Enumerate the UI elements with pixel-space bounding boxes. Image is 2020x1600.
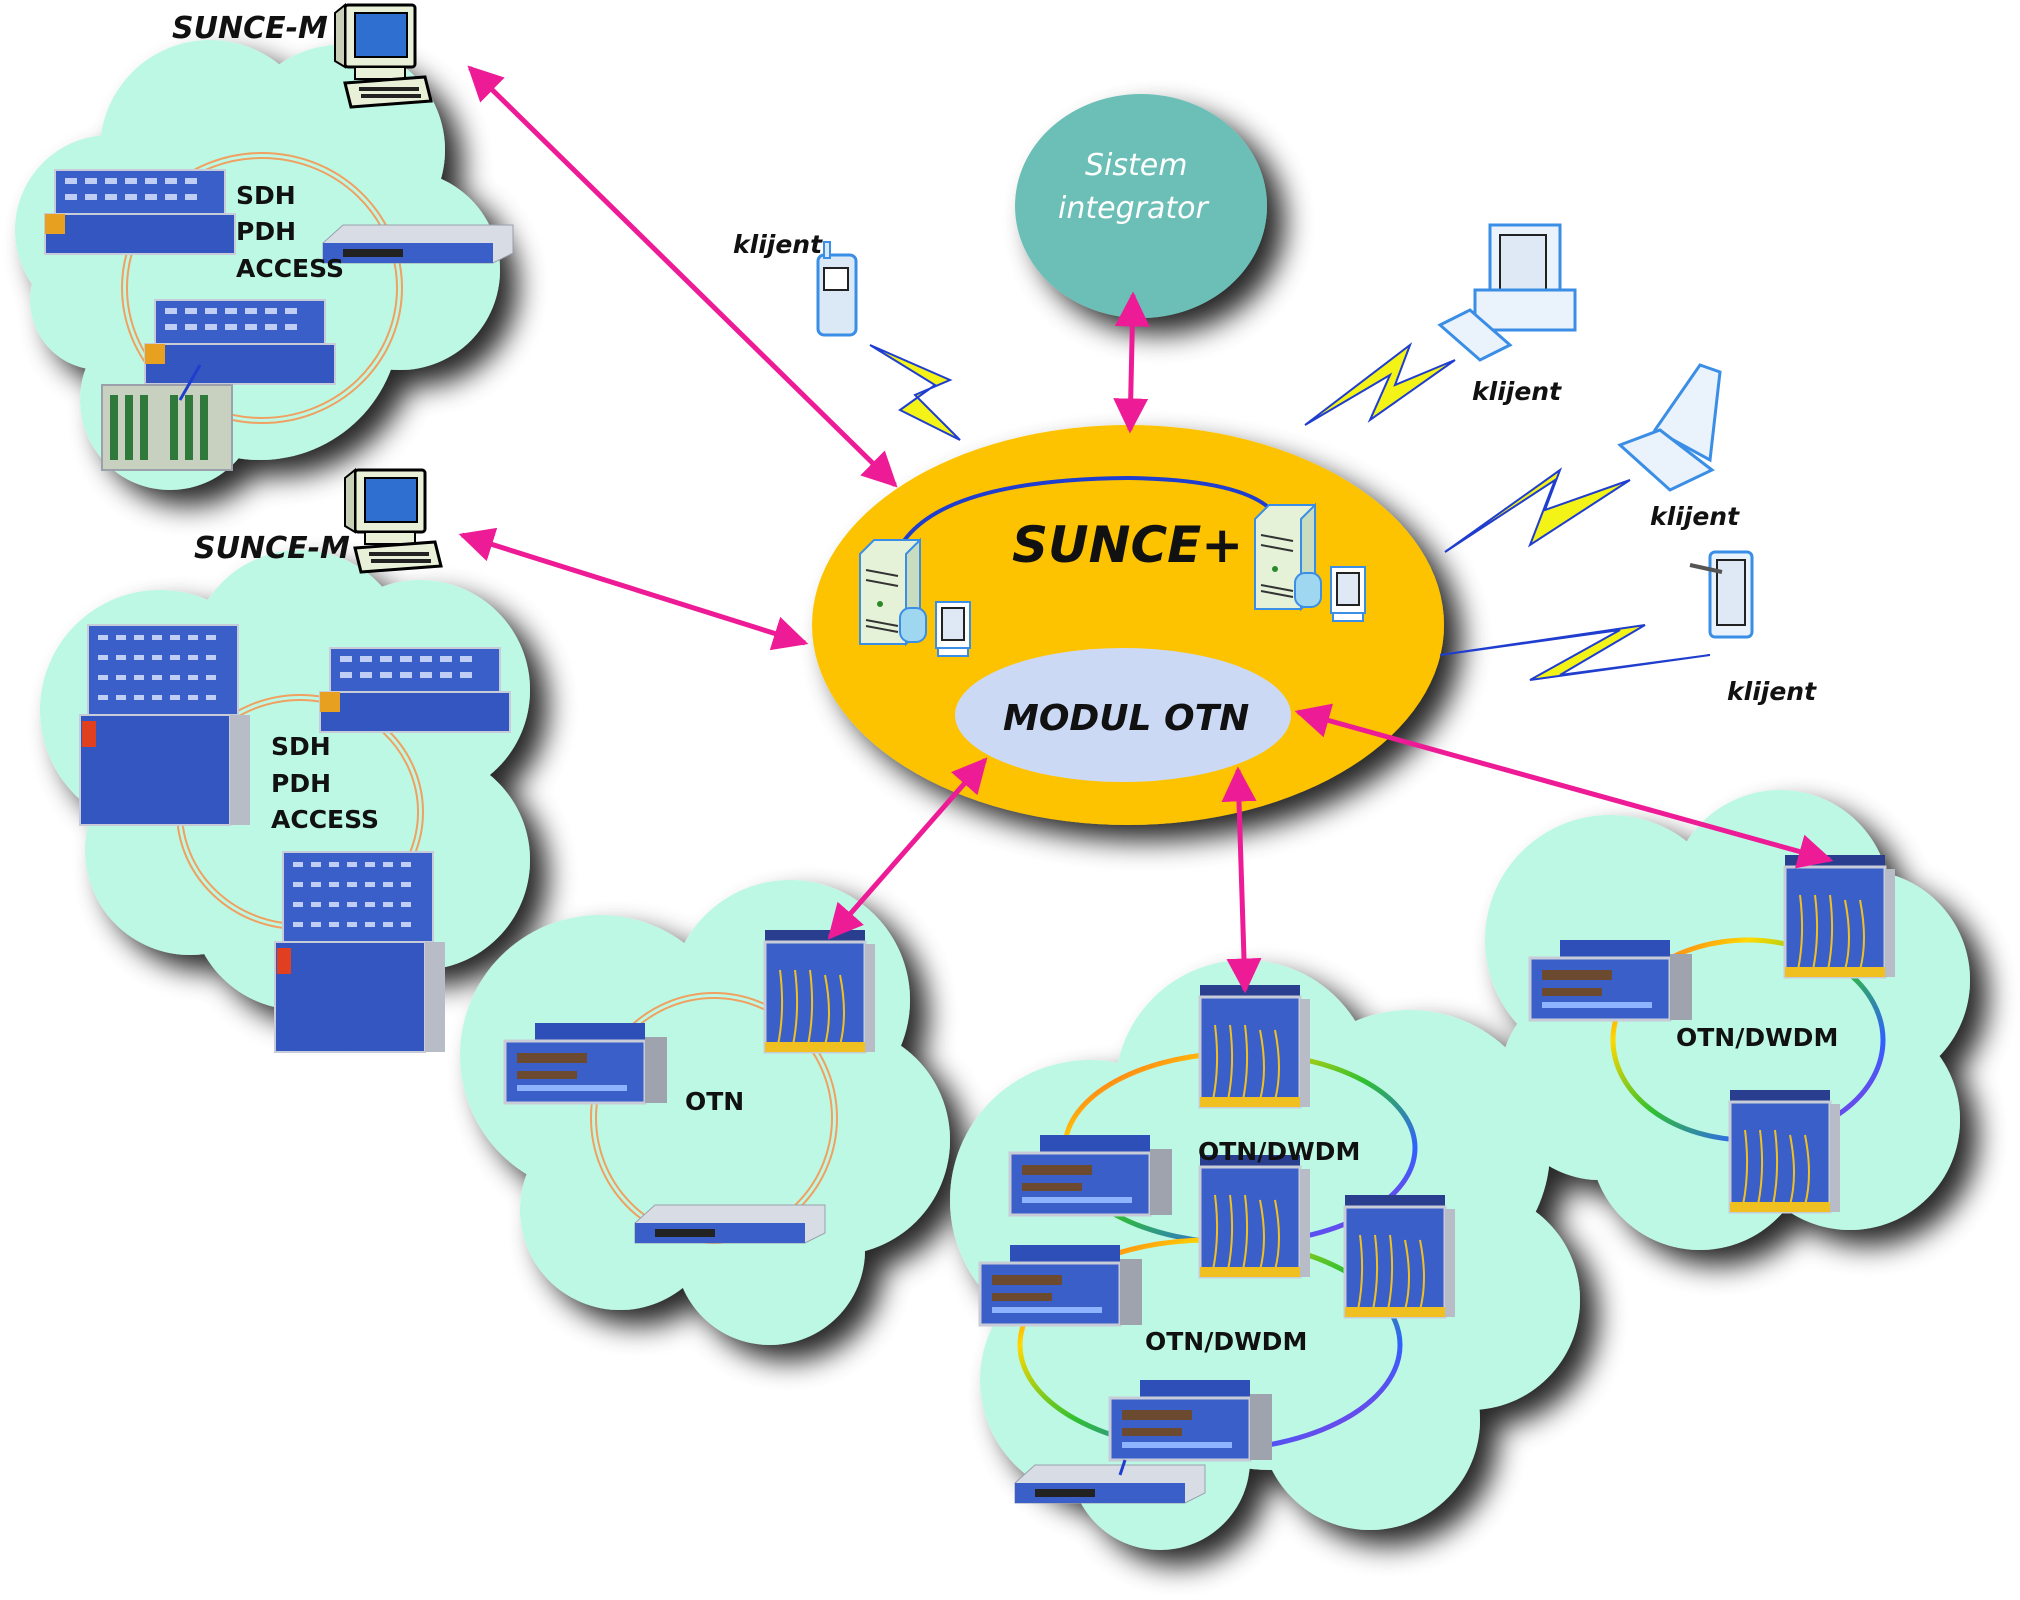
laptop-icon[interactable] [1617,363,1722,492]
link-sunce-m-bottom[interactable] [458,527,809,651]
module-otn-ellipse[interactable] [955,648,1291,782]
dwdm-rack [1343,1193,1457,1319]
ring-sdh-top-outer [121,152,403,424]
link-dwdm-center[interactable] [1221,766,1262,994]
mobile-phone-icon[interactable] [816,241,858,337]
dwdm-rack [1728,1088,1842,1214]
network-label: SDH [236,181,296,210]
network-label: ACCESS [236,254,344,283]
sunce-m-label: SUNCE-M [172,11,328,46]
sdh-equipment [319,647,511,733]
sunce-m-workstation-icon[interactable] [343,468,443,574]
link-integrator[interactable] [1113,291,1150,434]
dwdm-rack [1198,983,1312,1109]
client-label: klijent [1472,377,1562,406]
sunce-m-label: SUNCE-M [194,531,350,566]
module-otn-label: MODUL OTN [1003,698,1249,739]
client-label: klijent [733,230,823,259]
network-label: OTN [685,1087,744,1116]
dwdm-link [1118,1459,1127,1476]
ring-sdh-top [126,157,398,419]
link-dwdm-right[interactable] [1294,703,1834,869]
dwdm-rack [1198,1153,1312,1279]
access-equipment [322,224,514,264]
tablet-icon[interactable] [1689,550,1754,639]
dwdm-rack [1783,853,1897,979]
integrator-label: integrator [1058,191,1209,226]
server-link [888,475,1285,579]
network-label: PDH [236,217,296,246]
integrator-label: Sistem [1085,148,1187,183]
otn-rack [763,928,877,1054]
network-label: OTN/DWDM [1676,1023,1838,1052]
sdh-equipment [274,851,446,1053]
sdh-equipment [144,299,336,385]
otn-access-box [634,1204,826,1244]
network-label: ACCESS [271,805,379,834]
desktop-pc-icon[interactable] [1437,223,1577,362]
network-label: OTN/DWDM [1198,1137,1360,1166]
integrator-circle[interactable] [1015,94,1267,318]
network-label: OTN/DWDM [1145,1327,1307,1356]
network-label: PDH [271,769,331,798]
sdh-equipment [44,169,236,255]
dwdm-access-box [1014,1464,1206,1504]
client-label: klijent [1650,502,1740,531]
cloud-otn [460,880,950,1345]
central-system-title: SUNCE+ [1012,516,1243,574]
sdh-equipment [79,624,251,826]
client-label: klijent [1727,677,1817,706]
link-sunce-m-top[interactable] [467,65,898,488]
link-otn[interactable] [827,757,988,940]
network-label: SDH [271,732,331,761]
pdh-equipment [101,364,233,471]
sunce-m-workstation-icon[interactable] [333,3,433,109]
wireless-link [869,342,1711,681]
